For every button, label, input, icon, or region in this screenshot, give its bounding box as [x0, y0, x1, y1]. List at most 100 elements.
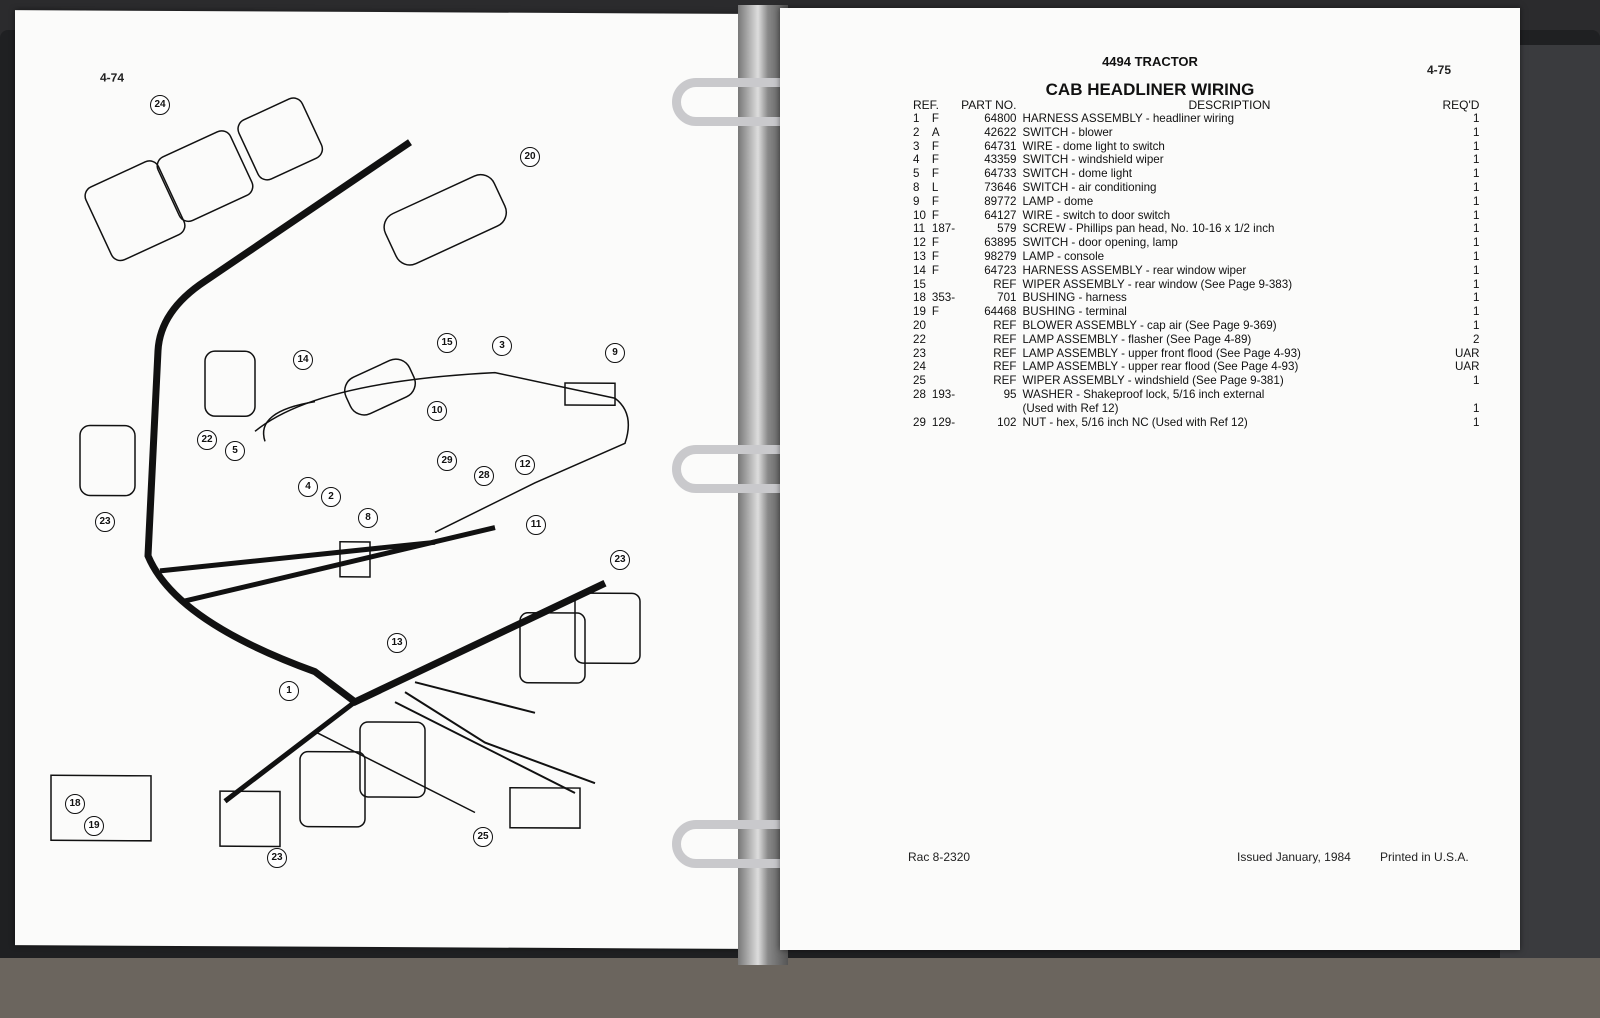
part-cell: 98279	[984, 249, 1017, 263]
qty-cell: 1	[1473, 318, 1480, 332]
callout-number: 22	[197, 430, 217, 450]
ref-cell: 2	[913, 125, 920, 139]
desc-cell: HARNESS ASSEMBLY - rear window wiper	[1022, 263, 1247, 277]
callout-number: 13	[387, 633, 407, 653]
part-cell: REF	[993, 332, 1017, 346]
part-cell: 73646	[984, 180, 1017, 194]
callout-number: 3	[492, 336, 512, 356]
qty-cell	[1439, 388, 1482, 402]
qty-cell: 1	[1473, 112, 1480, 125]
part-cell	[958, 402, 1019, 416]
desc-cell: WIRE - switch to door switch	[1022, 208, 1171, 222]
ref-cell: 12	[913, 236, 926, 250]
page-number: 4-75	[1427, 63, 1452, 77]
qty-cell: 1	[1473, 153, 1480, 167]
ref-cell: 11	[913, 222, 926, 236]
desc-cell: WIPER ASSEMBLY - windshield (See Page 9-…	[1022, 374, 1284, 388]
prefix-cell: F	[931, 249, 939, 263]
prefix-cell	[929, 374, 958, 388]
callout-number: 20	[520, 147, 540, 167]
prefix-cell: F	[931, 305, 939, 319]
qty-cell: 1	[1473, 194, 1480, 208]
parts-row: (Used with Ref 12)1	[910, 402, 1482, 416]
callout-number: 2	[321, 487, 341, 507]
qty-cell: UAR	[1454, 346, 1480, 360]
prefix-cell: F	[931, 112, 939, 125]
left-page: 4-74	[15, 10, 740, 949]
desc-cell: NUT - hex, 5/16 inch NC (Used with Ref 1…	[1022, 415, 1248, 429]
qty-cell: 1	[1473, 139, 1480, 153]
desc-cell: BUSHING - harness	[1022, 291, 1127, 305]
ref-cell: 5	[913, 167, 920, 181]
qty-cell: 1	[1473, 263, 1480, 277]
desc-cell: SCREW - Phillips pan head, No. 10-16 x 1…	[1022, 222, 1275, 236]
ref-cell: 14	[913, 263, 926, 277]
ref-cell: 1	[913, 112, 920, 125]
prefix-cell: F	[931, 167, 939, 181]
right-page: 4494 TRACTOR 4-75 CAB HEADLINER WIRING R…	[780, 8, 1520, 950]
qty-cell: 1	[1473, 236, 1480, 250]
callout-number: 15	[437, 333, 457, 353]
ref-cell	[910, 402, 929, 416]
prefix-cell: 129-	[931, 415, 956, 429]
prefix-cell	[929, 402, 958, 416]
callout-number: 4	[298, 477, 318, 497]
qty-cell: 1	[1473, 415, 1480, 429]
ref-cell: 28	[913, 387, 926, 401]
callout-number: 28	[474, 466, 494, 486]
col-part: PART NO.	[961, 98, 1017, 112]
part-cell: 89772	[984, 194, 1017, 208]
footer-issued: Issued January, 1984	[1237, 850, 1351, 864]
qty-cell: 1	[1473, 167, 1480, 181]
ref-cell: 15	[913, 277, 926, 291]
prefix-cell: 187-	[931, 222, 956, 236]
qty-cell: 1	[1473, 291, 1480, 305]
section-title: CAB HEADLINER WIRING	[1045, 80, 1255, 99]
ref-cell: 19	[913, 305, 926, 319]
part-cell: 95	[1003, 387, 1017, 401]
prefix-cell: A	[931, 125, 940, 139]
part-cell: 64127	[984, 208, 1017, 222]
desc-cell: BUSHING - terminal	[1022, 305, 1127, 319]
callout-number: 8	[358, 508, 378, 528]
prefix-cell: F	[931, 208, 939, 222]
callout-number: 19	[84, 816, 104, 836]
qty-cell: 1	[1473, 208, 1480, 222]
callout-number: 25	[473, 827, 493, 847]
qty-cell: 1	[1473, 180, 1480, 194]
callout-number: 11	[526, 515, 546, 535]
part-cell: REF	[993, 374, 1017, 388]
prefix-cell: F	[931, 236, 939, 250]
part-cell: 64468	[984, 305, 1017, 319]
callout-number: 10	[427, 401, 447, 421]
desc-cell: SWITCH - air conditioning	[1022, 180, 1157, 194]
prefix-cell	[929, 347, 958, 361]
callout-number: 23	[267, 848, 287, 868]
callout-number: 9	[605, 343, 625, 363]
parts-row: 25 REF WIPER ASSEMBLY - windshield (See Pa…	[910, 374, 1482, 388]
callout-number: 23	[95, 512, 115, 532]
desk-surface	[0, 958, 1600, 1018]
ref-cell: 4	[913, 153, 920, 167]
model-title: 4494 TRACTOR	[1102, 54, 1198, 69]
prefix-cell	[929, 319, 958, 333]
desc-cell: WASHER - Shakeproof lock, 5/16 inch exte…	[1022, 387, 1265, 401]
desc-cell: LAMP - dome	[1022, 194, 1094, 208]
prefix-cell: 193-	[931, 387, 956, 401]
part-cell: REF	[993, 346, 1017, 360]
ref-cell: 25	[913, 374, 926, 388]
footer-printed: Printed in U.S.A.	[1380, 850, 1469, 864]
